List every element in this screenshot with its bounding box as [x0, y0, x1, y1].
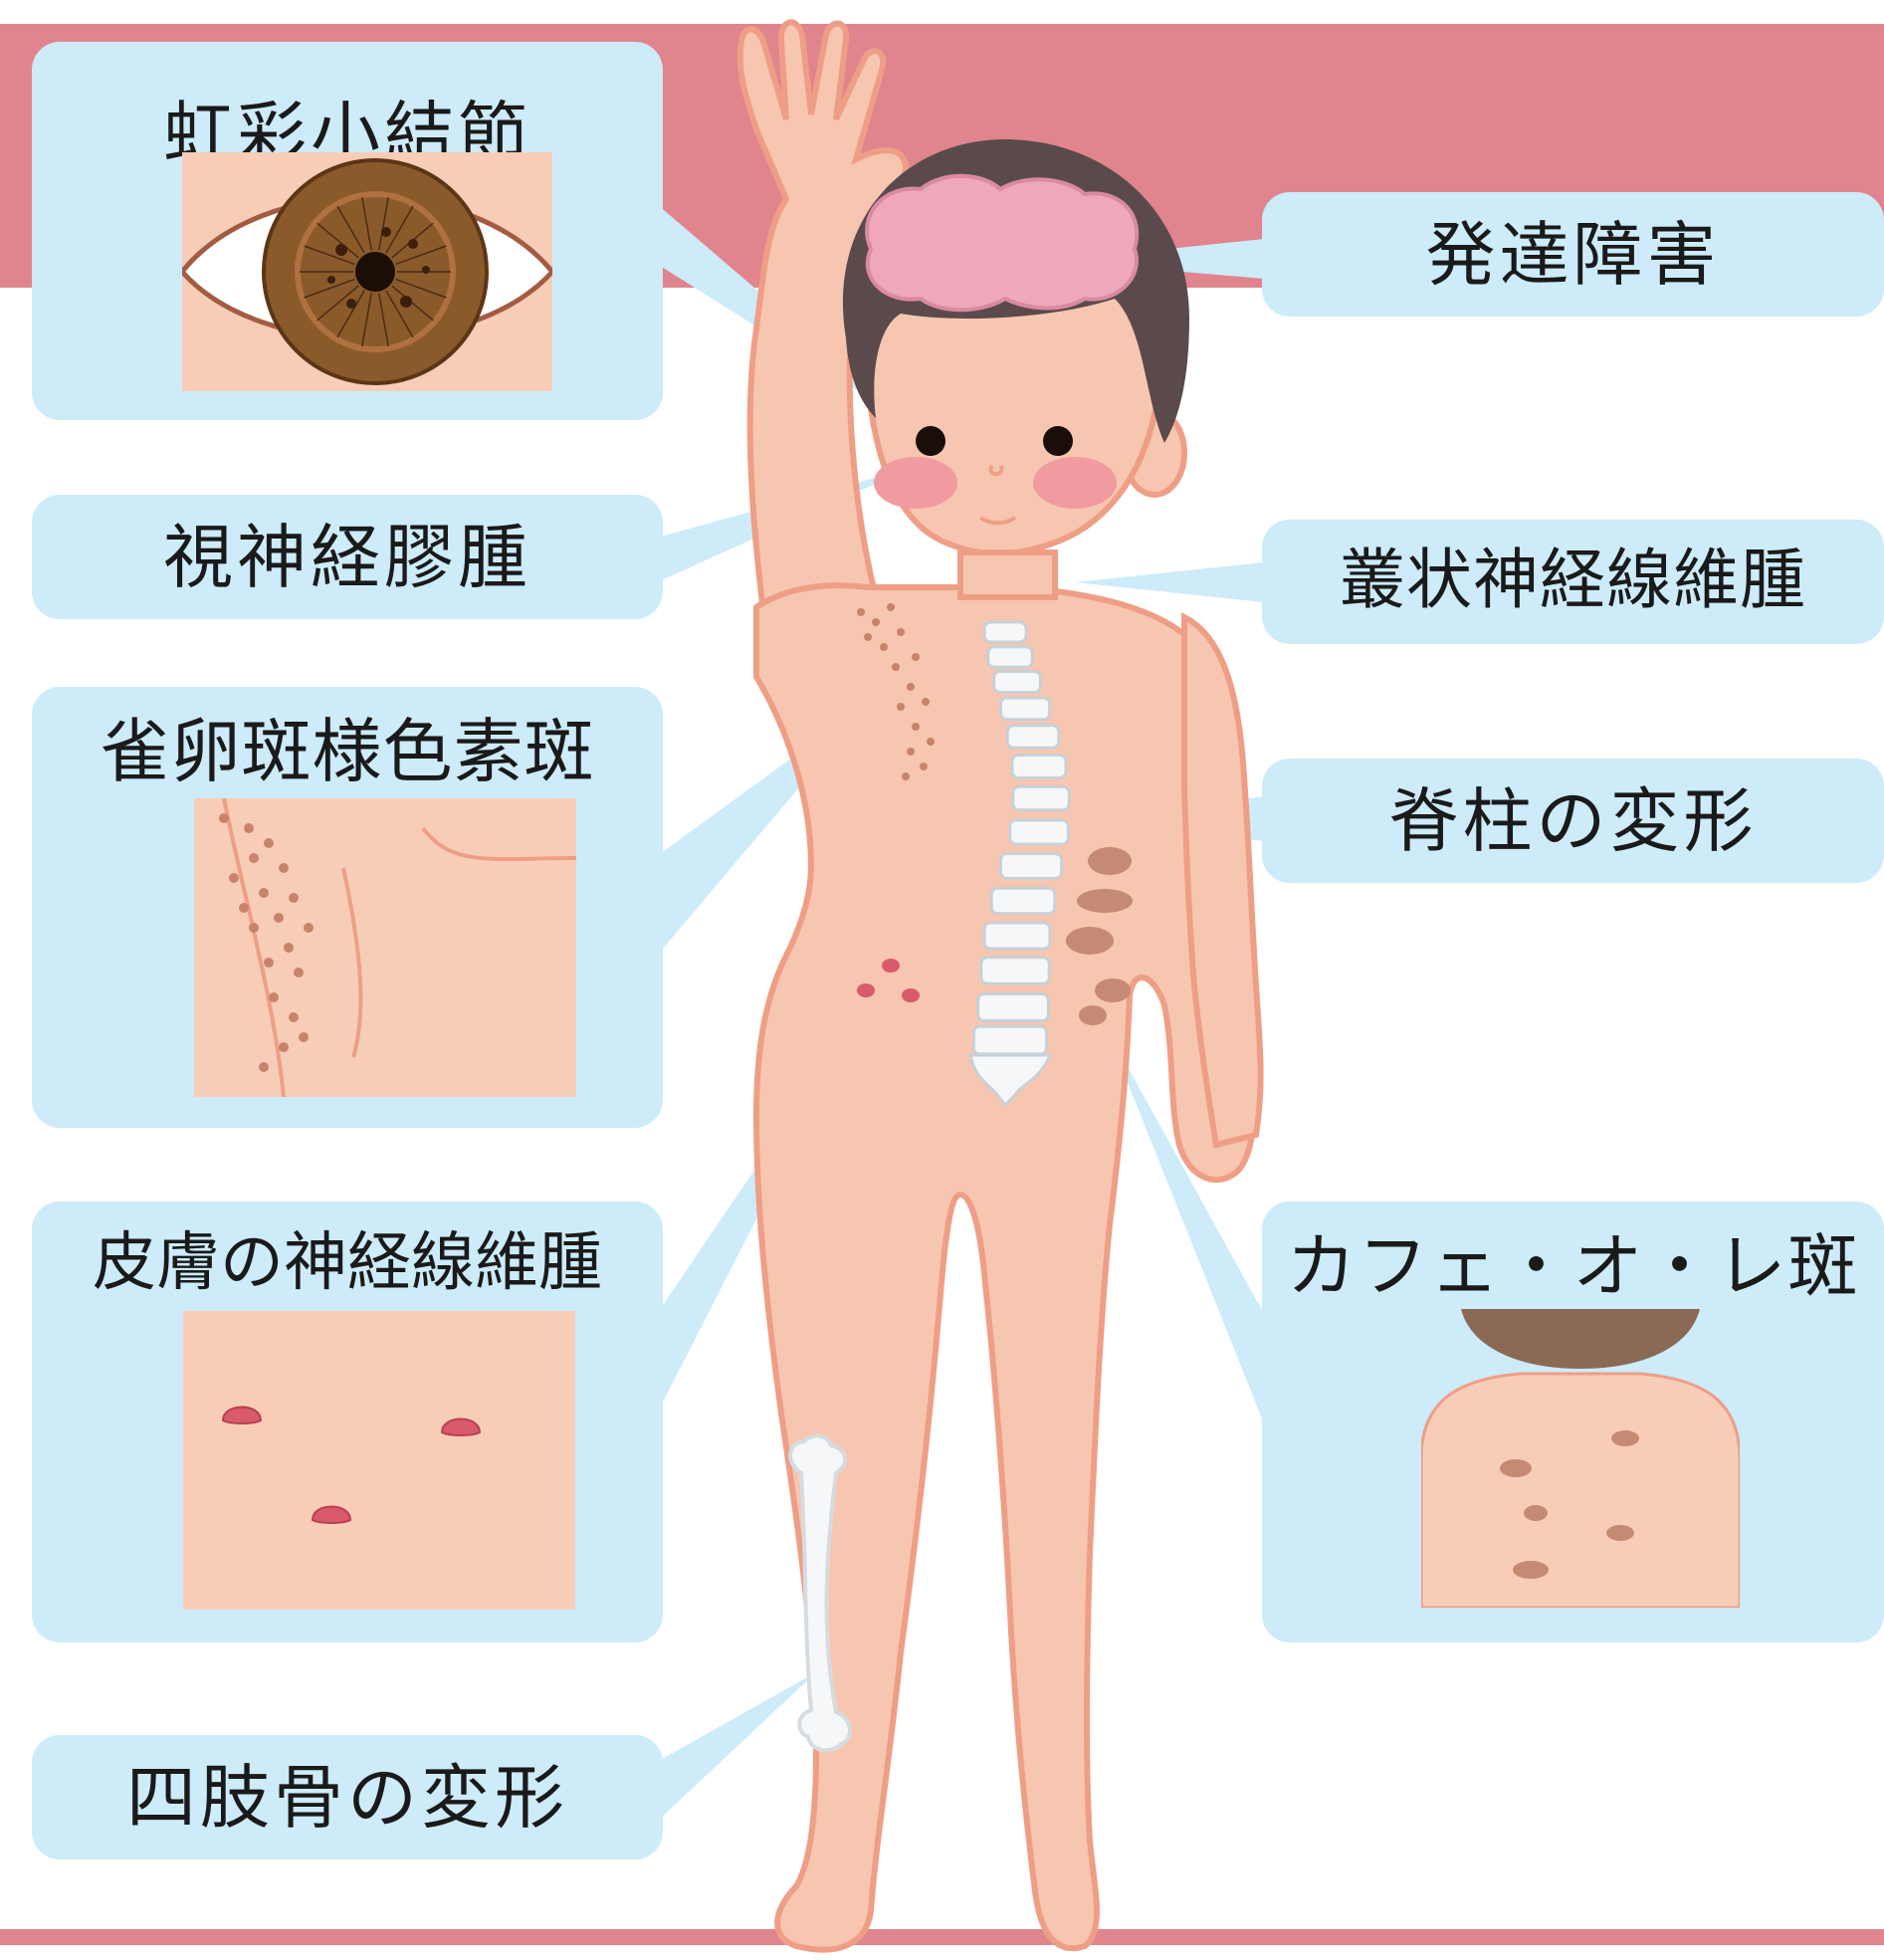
freckle	[892, 663, 900, 671]
label-spine-deformity: 脊柱の変形	[1262, 786, 1884, 856]
vertebra	[1010, 820, 1069, 844]
freckle	[229, 873, 239, 883]
label-cafe-au-lait: カフェ・オ・レ斑	[1262, 1231, 1884, 1301]
freckle	[902, 772, 910, 780]
freckle	[897, 703, 905, 711]
vertebra	[1000, 698, 1049, 720]
vertebra	[988, 647, 1032, 668]
freckle	[279, 863, 289, 873]
right-cheek	[1033, 457, 1117, 509]
freckle	[244, 823, 254, 833]
freckle	[872, 618, 880, 626]
freckle	[912, 653, 920, 661]
left-cheek	[874, 457, 957, 509]
vertebra	[973, 1026, 1046, 1054]
vertebra	[1012, 756, 1066, 778]
callout-iris-nodules: 虹彩小結節	[32, 42, 663, 420]
label-cutaneous-neurofibroma: 皮膚の神経線維腫	[32, 1231, 663, 1295]
vertebra	[1013, 786, 1069, 810]
freckle-closeup-inset	[194, 798, 576, 1097]
vertebra	[991, 888, 1055, 913]
freckle	[284, 943, 294, 953]
freckle	[269, 992, 279, 1002]
neck	[960, 552, 1055, 597]
freckle	[880, 643, 888, 651]
freckle	[259, 1062, 269, 1072]
brain-icon	[867, 176, 1137, 310]
freckle	[264, 838, 274, 848]
freckle	[920, 762, 928, 770]
pointer-plexiform	[1075, 562, 1264, 602]
child-back-icon	[1421, 1309, 1740, 1608]
callout-freckling: 雀卵斑様色素斑	[32, 687, 663, 1128]
callout-developmental-disorder: 発達障害	[1262, 192, 1884, 317]
left-eye	[916, 426, 945, 456]
freckle	[907, 748, 915, 756]
freckle	[304, 923, 314, 933]
label-optic-glioma: 視神経膠腫	[32, 523, 663, 592]
label-plexiform-neurofibroma: 叢状神経線維腫	[1262, 547, 1884, 613]
eye-closeup-inset	[182, 152, 552, 391]
freckle	[922, 698, 930, 706]
callout-spine-deformity: 脊柱の変形	[1262, 759, 1884, 883]
callout-cutaneous-neurofibroma: 皮膚の神経線維腫	[32, 1201, 663, 1642]
vertebra	[1007, 726, 1059, 748]
label-freckling: 雀卵斑様色素斑	[32, 717, 663, 786]
armpit-skin-icon	[194, 798, 576, 1097]
pointer-limb	[657, 1672, 816, 1822]
freckle	[887, 603, 895, 611]
skin-nodules-icon	[183, 1311, 575, 1610]
freckle	[264, 958, 274, 968]
freckle	[259, 888, 269, 898]
head	[843, 139, 1189, 597]
callout-cafe-au-lait: カフェ・オ・レ斑	[1262, 1201, 1884, 1642]
label-limb-bone-deformity: 四肢骨の変形	[32, 1763, 663, 1833]
vertebra	[981, 958, 1049, 984]
freckle	[897, 628, 905, 636]
freckle	[864, 633, 872, 641]
vertebra	[984, 622, 1026, 642]
callout-limb-bone-deformity: 四肢骨の変形	[32, 1735, 663, 1859]
freckle	[299, 1032, 309, 1042]
freckle	[279, 1042, 289, 1052]
vertebra	[1000, 854, 1061, 879]
freckle	[249, 923, 259, 933]
freckle	[249, 853, 259, 863]
freckle	[927, 738, 935, 746]
right-eye	[1043, 426, 1073, 456]
back-closeup-inset	[1421, 1309, 1740, 1608]
nodule-closeup-inset	[183, 1311, 575, 1610]
vertebra	[978, 993, 1049, 1020]
vertebra	[994, 671, 1041, 692]
freckle	[289, 1012, 299, 1022]
freckle	[912, 723, 920, 731]
freckle	[857, 608, 865, 616]
freckle	[239, 903, 249, 913]
freckle	[289, 893, 299, 903]
freckle	[274, 913, 284, 923]
freckle	[294, 968, 304, 978]
freckle	[907, 683, 915, 691]
label-developmental-disorder: 発達障害	[1262, 220, 1884, 290]
callout-optic-glioma: 視神経膠腫	[32, 495, 663, 619]
callout-plexiform-neurofibroma: 叢状神経線維腫	[1262, 520, 1884, 644]
eye-icon	[182, 152, 552, 391]
freckle	[219, 813, 229, 823]
vertebra	[984, 923, 1050, 949]
